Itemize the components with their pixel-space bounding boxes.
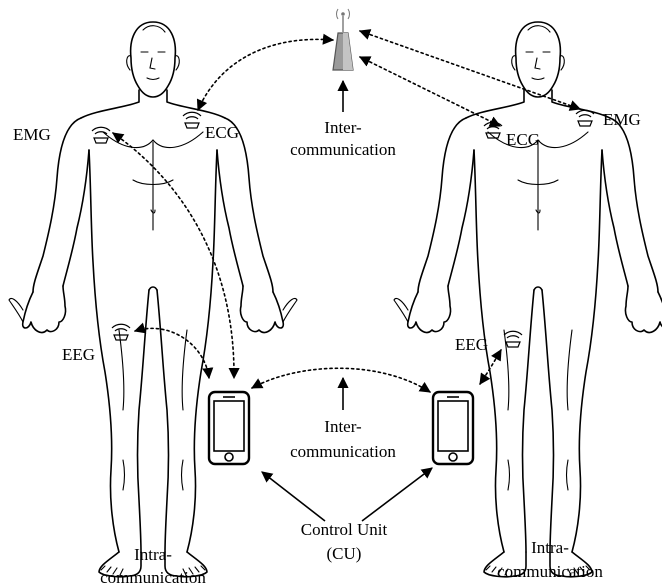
inter-communication-mid-line1: Inter- xyxy=(324,417,362,436)
eeg-label-left: EEG xyxy=(62,345,95,364)
intra-communication-left-line2: communication xyxy=(100,568,206,587)
wireless-sensor-icon-emg-right xyxy=(576,110,594,126)
arrow-to-right-phone xyxy=(362,468,432,521)
intra-communication-right-line1: Intra- xyxy=(531,538,569,557)
link-eeg-left-to-phone xyxy=(135,328,209,378)
arrow-to-left-phone xyxy=(262,472,325,521)
smartphone-icon-right xyxy=(433,392,473,464)
eeg-label-right: EEG xyxy=(455,335,488,354)
human-figure-left xyxy=(9,22,297,577)
intra-communication-left-line1: Intra- xyxy=(134,545,172,564)
inter-communication-mid-line2: communication xyxy=(290,442,396,461)
wireless-sensor-icon-eeg-left xyxy=(112,324,130,340)
inter-communication-top-line1: Inter- xyxy=(324,118,362,137)
link-tower-to-emg-right xyxy=(360,31,580,109)
wireless-sensor-icon-eeg-right xyxy=(504,331,522,347)
inter-communication-top-line2: communication xyxy=(290,140,396,159)
link-tower-to-ecg-right xyxy=(360,57,500,126)
emg-label-left: EMG xyxy=(13,125,51,144)
emg-label-right: EMG xyxy=(603,110,641,129)
control-unit-label-line2: (CU) xyxy=(327,544,362,563)
antenna-tower-icon xyxy=(333,9,353,70)
wireless-links xyxy=(113,31,580,392)
link-phone-to-phone xyxy=(252,368,430,392)
control-unit-label-line1: Control Unit xyxy=(301,520,388,539)
ecg-label-right: ECG xyxy=(506,130,540,149)
ecg-label-left: ECG xyxy=(205,123,239,142)
human-figure-right xyxy=(394,22,662,577)
smartphone-icon-left xyxy=(209,392,249,464)
intra-communication-right-line2: communication xyxy=(497,562,603,581)
link-ecg-left-to-tower xyxy=(198,39,333,110)
wireless-sensor-icon-ecg-left xyxy=(183,112,201,128)
